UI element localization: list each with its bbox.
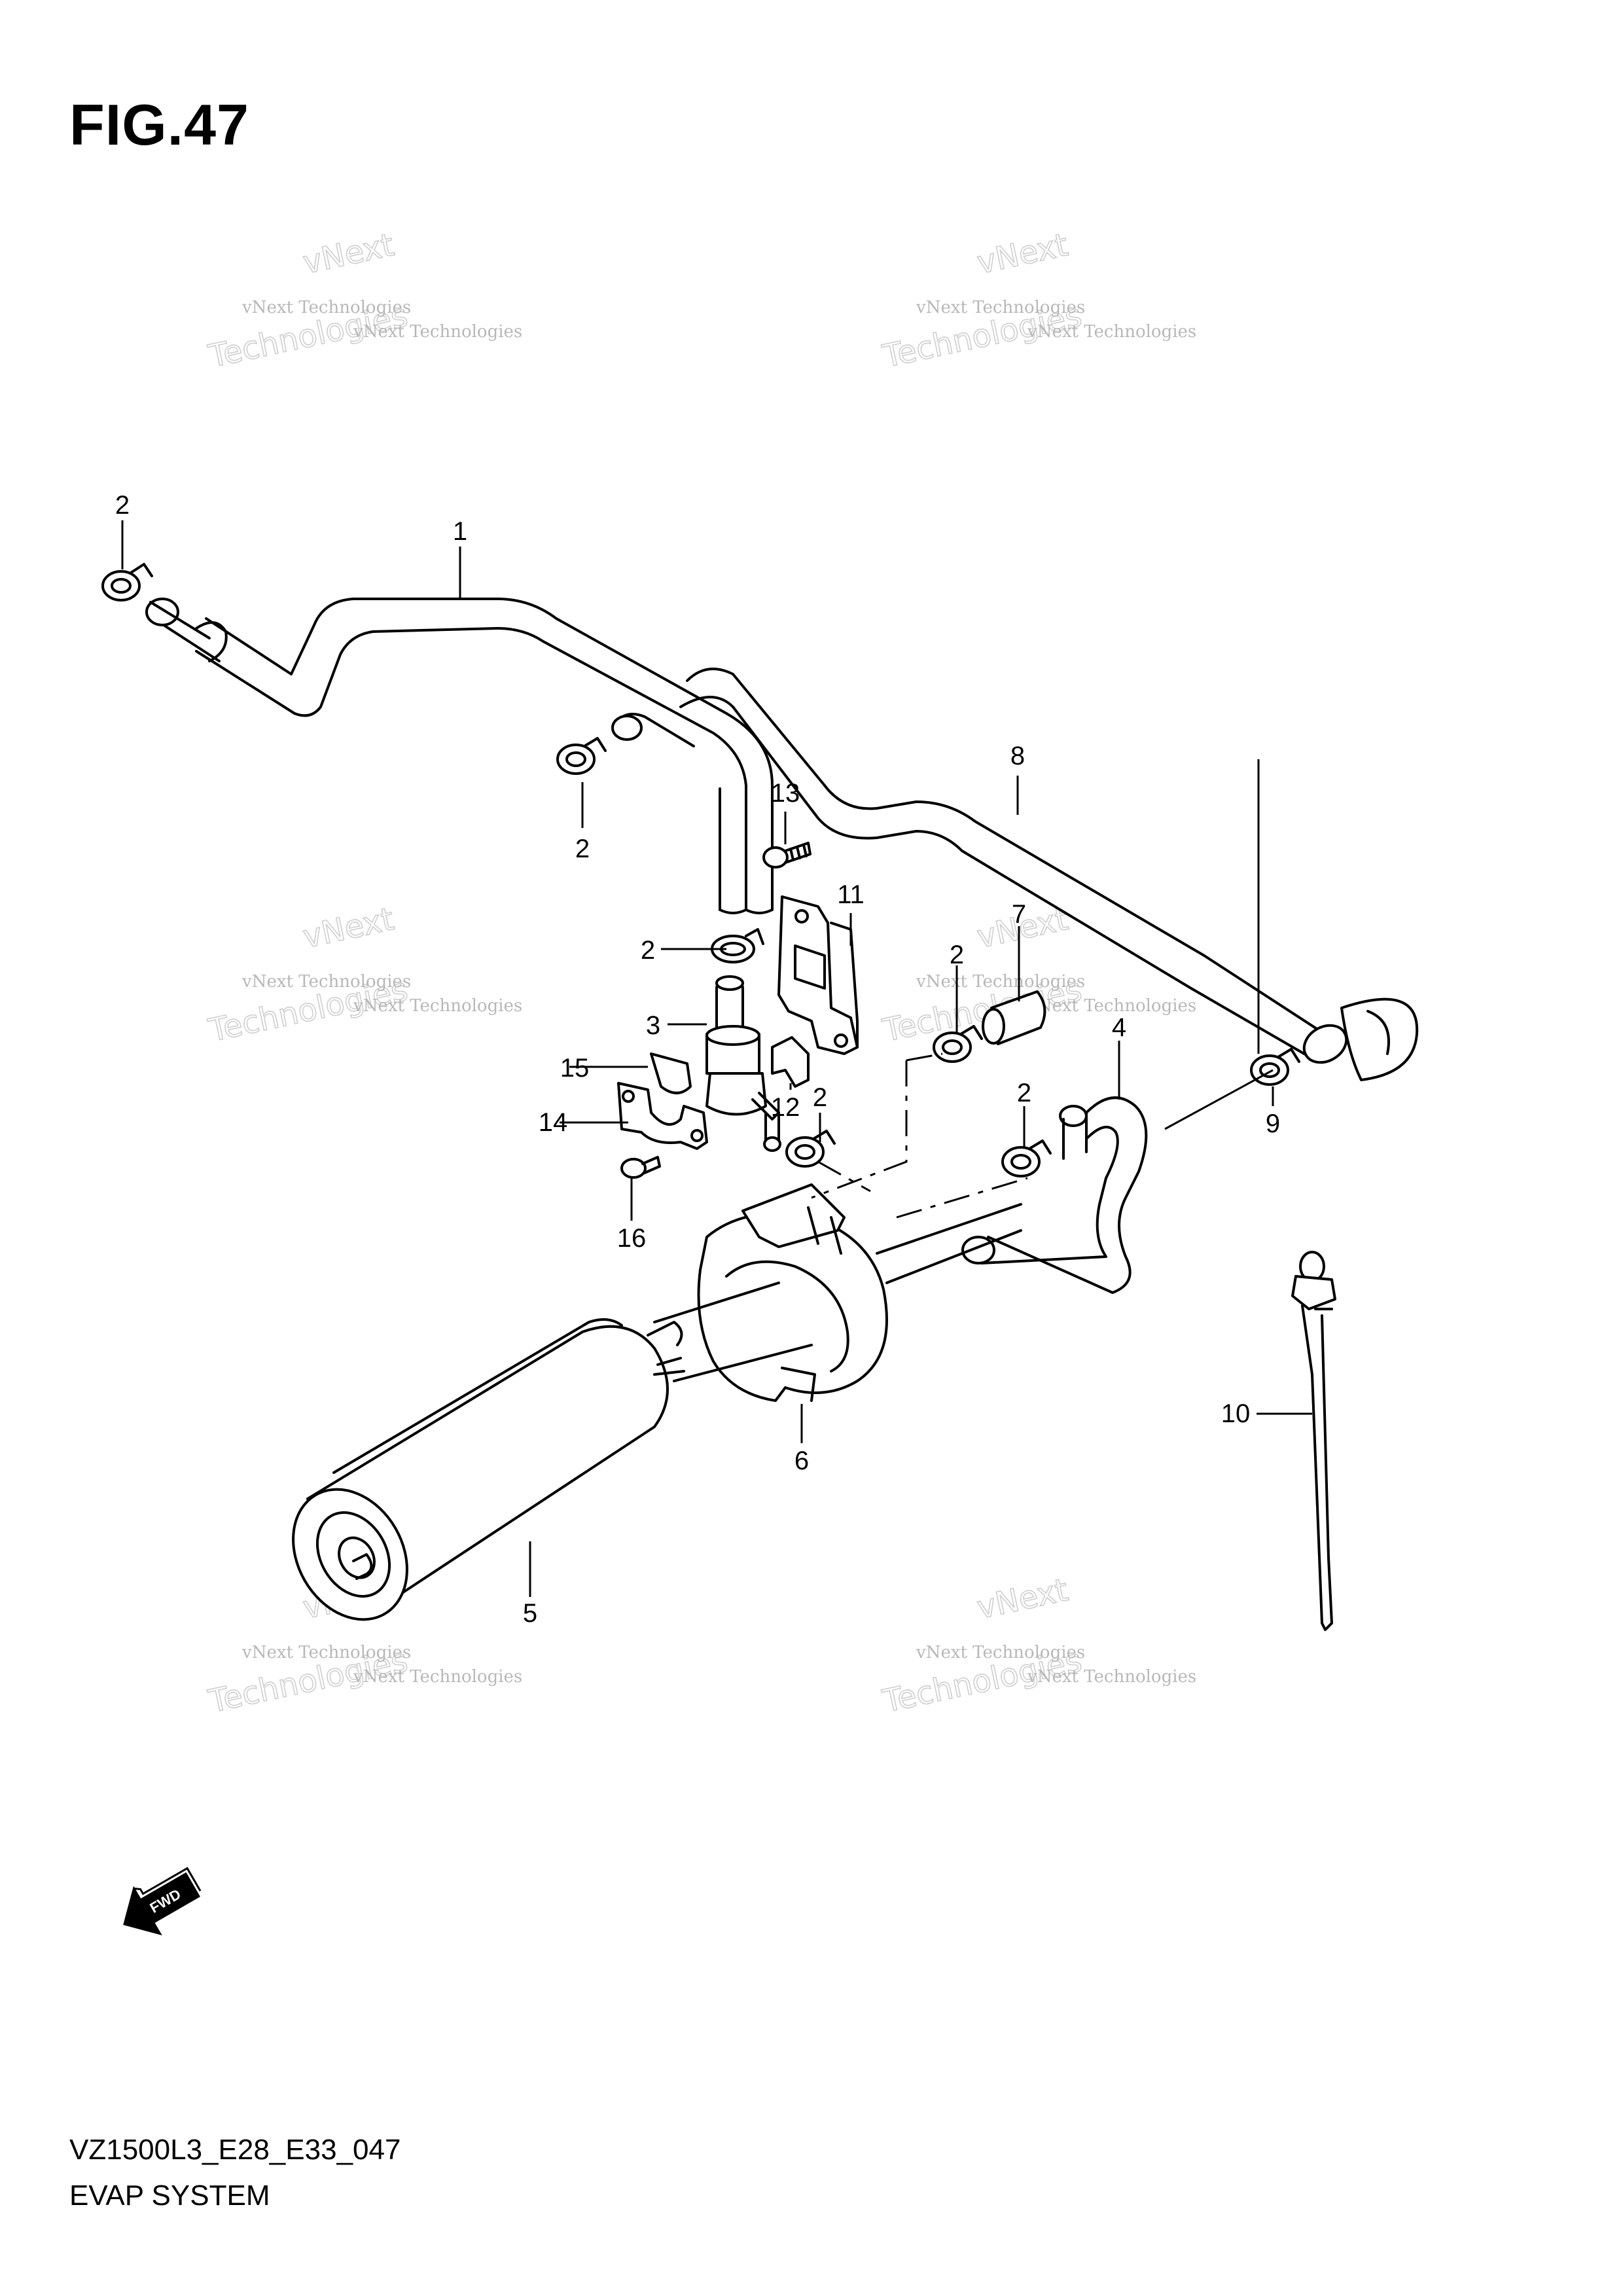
callout-2: 2 (641, 936, 655, 965)
part-13-bolt (762, 842, 812, 869)
watermark-caption: vNext Technologies (1027, 996, 1196, 1016)
part-15-cushion (650, 1052, 692, 1094)
callout-4: 4 (1112, 1013, 1126, 1042)
model-code: VZ1500L3_E28_E33_047 (69, 2134, 401, 2166)
part-2-clamp-b (556, 737, 607, 775)
watermark-caption: vNext Technologies (353, 322, 522, 342)
part-2-clamp-d (933, 1025, 983, 1063)
watermark-caption: vNext Technologies (241, 1643, 411, 1662)
callout-10: 10 (1221, 1399, 1251, 1428)
watermark-caption: vNext Technologies (916, 1643, 1085, 1662)
watermark-caption: vNext Technologies (916, 298, 1085, 317)
watermark-caption: vNext Technologies (241, 972, 411, 992)
part-2-clamp-e (785, 1130, 836, 1168)
part-11-bracket (777, 895, 859, 1055)
watermark-caption: vNext Technologies (353, 996, 522, 1016)
watermark-caption: vNext Technologies (916, 972, 1085, 992)
callout-2: 2 (115, 491, 130, 520)
callout-2: 2 (813, 1083, 827, 1112)
part-7-joint (982, 990, 1046, 1045)
callout-13: 13 (771, 779, 800, 808)
figure-label: FIG.47 (69, 92, 249, 157)
part-2-clamp-f (1001, 1139, 1052, 1177)
callout-2: 2 (575, 834, 590, 863)
callout-9: 9 (1266, 1109, 1280, 1138)
watermark-caption: vNext Technologies (1027, 322, 1196, 342)
part-5-pump (292, 1282, 813, 1621)
watermark-brand: vNext (300, 901, 397, 956)
callout-5: 5 (523, 1599, 537, 1628)
watermark-brand: vNext (974, 226, 1071, 281)
part-4-hose (961, 1096, 1148, 1294)
part-2-clamp-c (711, 928, 764, 963)
callout-11: 11 (837, 880, 865, 909)
assembly-line (896, 1177, 1028, 1219)
assembly-line (817, 1160, 871, 1193)
watermark-caption: vNext Technologies (1027, 1667, 1196, 1687)
leader-lines (121, 520, 1312, 1597)
part-8-hose (679, 668, 1419, 1081)
fwd-direction-arrow: FWD (123, 1867, 202, 1936)
watermark-caption: vNext Technologies (241, 298, 411, 317)
part-12-clip (771, 1036, 810, 1088)
part-1-hose (145, 598, 774, 914)
watermark-caption: vNext Technologies (353, 1667, 522, 1687)
part-6-holder (697, 1183, 1022, 1402)
assembly-line (906, 1052, 943, 1062)
callout-15: 15 (560, 1054, 590, 1083)
callout-2: 2 (950, 941, 964, 969)
callout-12: 12 (771, 1093, 800, 1122)
part-14-holder (617, 1082, 708, 1150)
callout-14: 14 (539, 1108, 568, 1137)
part-16-screw (620, 1156, 661, 1179)
callout-1: 1 (453, 517, 467, 546)
watermark-brand: vNext (300, 226, 397, 281)
callout-6: 6 (794, 1446, 809, 1475)
callout-16: 16 (617, 1224, 647, 1253)
callout-7: 7 (1012, 900, 1026, 929)
callout-2: 2 (1017, 1079, 1031, 1107)
part-3-valve (705, 975, 781, 1152)
callout-3: 3 (646, 1011, 660, 1040)
part-9-clamp (1250, 1048, 1300, 1086)
section-name: EVAP SYSTEM (69, 2179, 270, 2212)
watermark-brand: vNext (974, 1571, 1071, 1626)
assembly-line (811, 1060, 908, 1199)
callout-8: 8 (1010, 742, 1025, 770)
part-10-cable-tie (1291, 1251, 1336, 1631)
part-2-clamp-a (101, 563, 153, 601)
callout-labels: 1 2 2 2 2 2 2 3 4 5 6 7 8 9 10 11 12 13 … (115, 491, 1280, 1628)
